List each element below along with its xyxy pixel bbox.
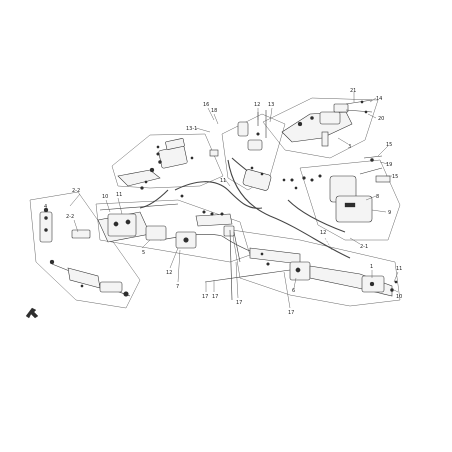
callout-13: 13 — [268, 102, 274, 108]
callout-21: 21 — [350, 88, 356, 94]
pedal-linkage — [39, 207, 131, 297]
callout-17b: 17 — [212, 294, 218, 300]
callout-2-2b: 2-2 — [66, 214, 74, 220]
callout-10: 10 — [102, 194, 108, 200]
callout-18: 18 — [211, 108, 217, 114]
callout-4: 4 — [44, 204, 47, 210]
rear-master-cylinder — [281, 99, 373, 147]
callout-15a: 15 — [386, 142, 392, 148]
callout-14: 14 — [376, 96, 382, 102]
callout-3: 3 — [348, 144, 351, 150]
callout-13-1: 13-1 — [186, 126, 197, 132]
callout-6: 6 — [292, 288, 295, 294]
callout-11c: 11 — [396, 266, 402, 272]
callout-10b: 10 — [396, 294, 402, 300]
assembly-outlines — [29, 97, 401, 309]
lever-assembly — [237, 110, 272, 191]
callout-15b: 15 — [392, 174, 398, 180]
callout-2-1: 2-1 — [360, 244, 368, 250]
callout-17a: 17 — [202, 294, 208, 300]
callout-12b: 12 — [166, 270, 172, 276]
callout-7: 7 — [176, 284, 179, 290]
callout-2-2a: 2-2 — [72, 188, 80, 194]
center-junction — [175, 210, 241, 301]
callout-labels: 16 18 12 13 13-1 11 21 14 3 15 15 19 20 … — [44, 88, 402, 316]
reservoir-bracket — [282, 155, 391, 223]
front-caliper-left — [97, 203, 179, 243]
rear-caliper — [249, 247, 398, 297]
leader-lines — [69, 92, 399, 309]
callout-17d: 17 — [288, 310, 294, 316]
callout-20: 20 — [378, 116, 384, 122]
fwd-arrow-icon — [25, 307, 39, 319]
front-master-cylinder — [117, 138, 219, 198]
callout-11: 11 — [220, 178, 226, 184]
callout-5: 5 — [142, 250, 145, 256]
callout-9: 9 — [388, 210, 391, 216]
callout-1: 1 — [370, 264, 373, 270]
callout-16: 16 — [203, 102, 209, 108]
callout-12c: 12 — [320, 230, 326, 236]
callout-8: 8 — [376, 194, 379, 200]
callout-19: 19 — [386, 162, 392, 168]
callout-17c: 17 — [236, 300, 242, 306]
callout-11b: 11 — [116, 192, 122, 198]
callout-12: 12 — [254, 102, 260, 108]
